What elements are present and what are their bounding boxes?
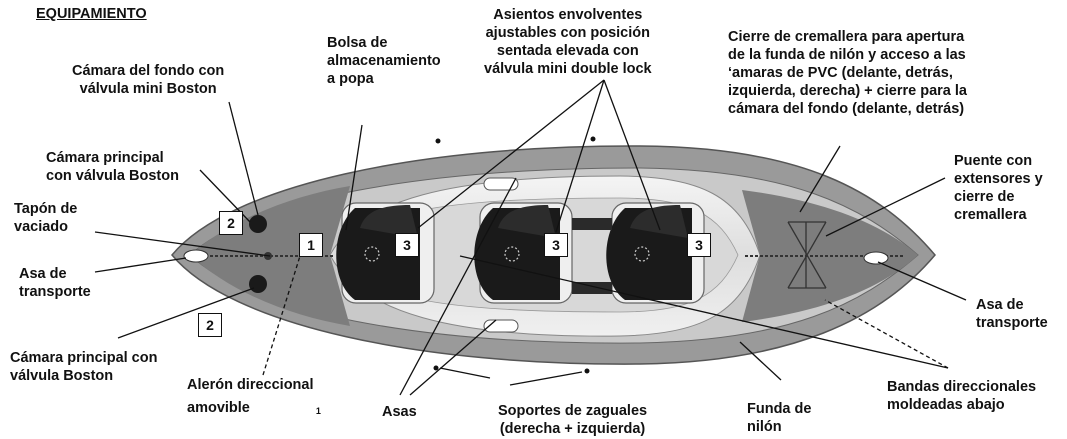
callout-3-b: 3 (544, 233, 568, 257)
label-drain-plug: Tapón de vaciado (14, 201, 78, 235)
bow-handle (863, 251, 889, 265)
label-seats: Asientos envolventes ajustables con posi… (484, 7, 652, 77)
seat-rest-3 (630, 205, 688, 238)
seat-rest-2 (498, 205, 556, 238)
callout-3-c: 3 (687, 233, 711, 257)
callout-1: 1 (299, 233, 323, 257)
label-stern-storage-bag: Bolsa de almacenamiento a popa (327, 35, 441, 87)
top-dot-2 (590, 136, 596, 142)
label-main-chamber-top: Cámara principal con válvula Boston (46, 150, 179, 184)
label-zipper: Cierre de cremallera para apertura de la… (728, 29, 967, 117)
footrest-dot-2 (584, 368, 590, 374)
callout-2-bottom: 2 (198, 313, 222, 337)
label-tracking-strips: Bandas direccionales moldeadas abajo (887, 379, 1037, 413)
label-removable-fin-sup: 1 (315, 406, 321, 416)
seat-valve-2 (504, 246, 520, 262)
seat-valve-3 (634, 246, 650, 262)
label-main-chamber-bottom: Cámara principal con válvula Boston (10, 350, 158, 384)
stern-valve-top (249, 215, 267, 233)
label-bridge: Puente con extensores y cierre de cremal… (954, 153, 1043, 223)
label-nylon-cover: Funda de nilón (747, 401, 812, 435)
label-handles: Asas (382, 404, 417, 420)
stern-handle (183, 249, 209, 263)
stern-valve-bottom (249, 275, 267, 293)
label-carry-handle-left: Asa de transporte (19, 266, 91, 300)
label-floor-chamber: Cámara del fondo con válvula mini Boston (72, 63, 225, 97)
label-footrest-supports: Soportes de zaguales (derecha + izquierd… (498, 403, 648, 437)
bridge (572, 218, 612, 230)
top-dot-1 (435, 138, 441, 144)
callout-2-top: 2 (219, 211, 243, 235)
leader-lines (94, 79, 967, 396)
label-removable-fin-text: Alerón direccional amovible (187, 377, 314, 416)
seat-valve-1 (364, 246, 380, 262)
page-title: EQUIPAMIENTO (36, 6, 147, 22)
seat-rest-1 (360, 205, 418, 238)
callout-3-a: 3 (395, 233, 419, 257)
footrest-dot-1 (433, 365, 439, 371)
handle-top (483, 177, 519, 191)
label-carry-handle-right: Asa de transporte (976, 297, 1048, 331)
bridge-2 (572, 282, 612, 294)
